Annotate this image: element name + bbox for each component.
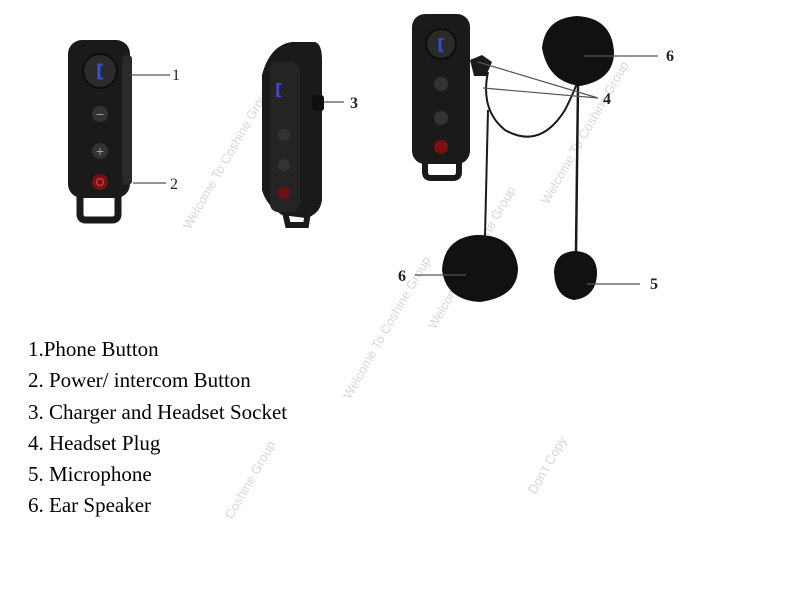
callout-numbers: 1 2 3 4 6 6 5 [170, 48, 674, 293]
legend-item-ear-speaker: 6. Ear Speaker [28, 493, 152, 518]
legend-item-phone-button: 1.Phone Button [28, 337, 159, 361]
legend-item-power-intercom-button: 2. Power/ intercom Button [28, 368, 251, 393]
ear-speaker-top [542, 16, 614, 86]
plug-cable-loop [485, 71, 579, 138]
device-front-side-edge [122, 55, 132, 185]
power-icon [95, 177, 105, 187]
ear-speaker-bottom-cable [484, 109, 489, 237]
callout-number-5: 5 [650, 276, 658, 293]
callout-line-4a [477, 61, 599, 99]
device-3-plus [434, 111, 448, 125]
device-side-clip [282, 211, 311, 228]
watermark-text-1: Welcome To Coshine Group [180, 84, 274, 232]
callout-number-6-top: 6 [666, 48, 674, 65]
callout-number-2: 2 [170, 176, 178, 193]
minus-button [92, 106, 108, 122]
callout-number-4: 4 [603, 91, 611, 108]
callout-number-3: 3 [350, 95, 358, 112]
device-with-headset: [ [412, 14, 614, 302]
device-3-phone-button [425, 28, 457, 60]
watermark-text-6: Don't Copy [525, 433, 570, 496]
ear-speaker-bottom [442, 234, 518, 302]
microphone-boom [574, 84, 580, 253]
device-front-clip [76, 195, 122, 224]
device-side-view: [ [262, 42, 324, 228]
legend-item-charger-headset-socket: 3. Charger and Headset Socket [28, 399, 288, 424]
minus-button-glyph: − [95, 108, 104, 121]
device-3-minus [434, 77, 448, 91]
device-side-glyph: [ [275, 80, 282, 99]
side-button-b [278, 159, 290, 171]
callout-line-4b [482, 87, 599, 99]
callout-number-1: 1 [172, 67, 180, 84]
watermark-text-3: Welcome To Coshine Group [340, 254, 434, 402]
legend-item-microphone: 5. Microphone [28, 462, 152, 487]
device-3-power [434, 140, 448, 154]
legend-item-headset-plug: 4. Headset Plug [28, 430, 161, 455]
callout-lines [130, 55, 658, 285]
side-button-a [278, 129, 290, 141]
device-3-clip [422, 162, 462, 181]
callout-number-6-bottom: 6 [398, 268, 406, 285]
phone-button [82, 53, 118, 89]
plus-button-glyph: + [95, 145, 104, 158]
phone-button-glyph: [ [96, 61, 104, 82]
parts-legend: 1.Phone Button 2. Power/ intercom Button… [28, 334, 287, 522]
plus-button [92, 143, 108, 159]
microphone [554, 251, 597, 300]
headset-plug [470, 55, 492, 76]
power-intercom-button [92, 174, 108, 190]
device-front-view: [ − + [68, 40, 132, 224]
charger-headset-socket [312, 95, 324, 111]
device-3-phone-glyph: [ [437, 35, 444, 54]
side-button-power [278, 187, 290, 199]
